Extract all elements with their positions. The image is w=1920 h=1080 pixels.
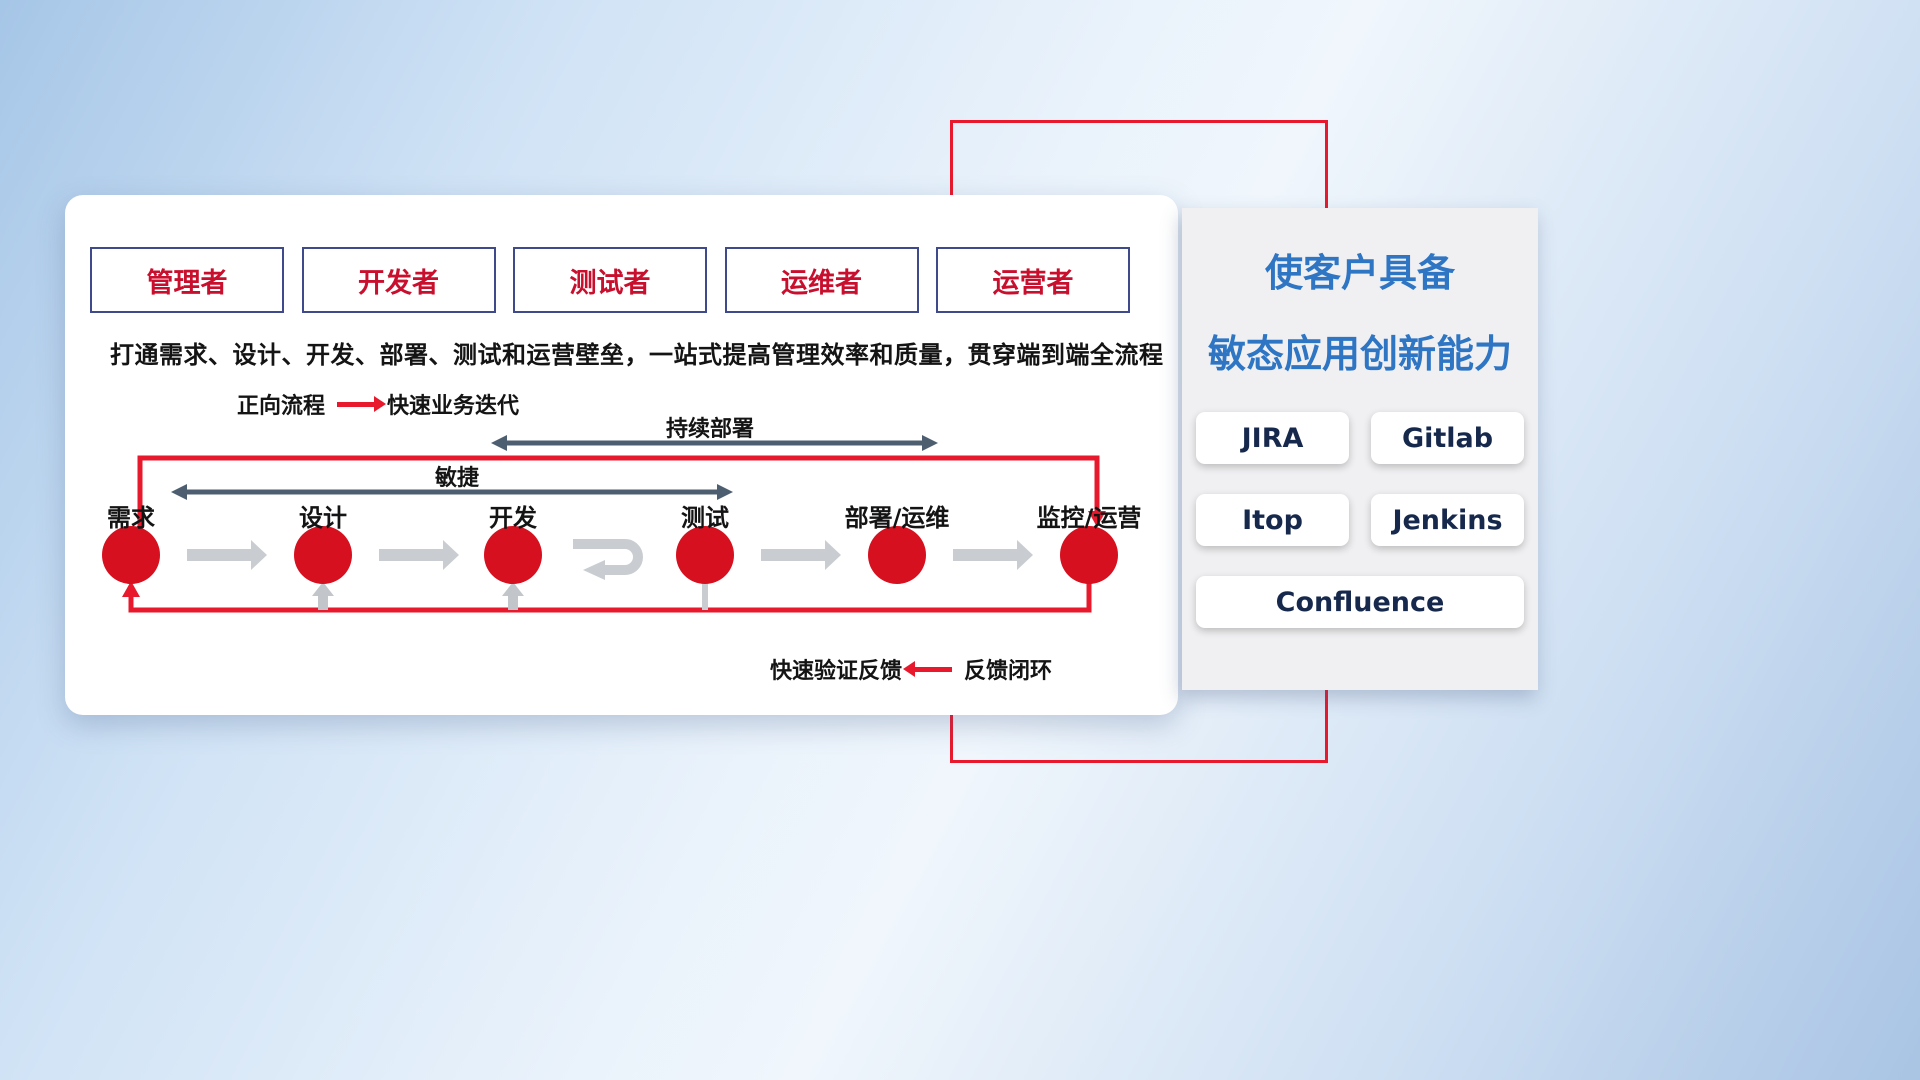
role-label-ops: 运维者: [781, 267, 862, 299]
red-forward-loop-path: [137, 455, 1100, 528]
flow-arrow-icon: [379, 540, 459, 570]
feedback-up-arrow-icon: [312, 582, 334, 610]
stage-label-testing: 测试: [681, 504, 729, 532]
role-box-operator: 运营者: [936, 247, 1130, 313]
tool-chip-jenkins: Jenkins: [1371, 494, 1524, 546]
legend-forward-label: 正向流程: [237, 394, 326, 419]
red-feedback-loop-arrowhead-icon: [122, 581, 140, 597]
roles-row: 管理者 开发者 测试者 运维者 运营者: [90, 247, 1130, 313]
stage-circle-deploy-ops: [868, 526, 926, 584]
stage-label-deploy-ops: 部署/运维: [844, 504, 950, 532]
devops-flow-card: 管理者 开发者 测试者 运维者 运营者 打通需求、设计、开发、部署、测试和运营壁…: [65, 195, 1178, 715]
role-label-manager: 管理者: [146, 267, 228, 299]
role-label-operator: 运营者: [992, 267, 1074, 299]
stage-circle-testing: [676, 526, 734, 584]
role-box-tester: 测试者: [513, 247, 707, 313]
stage-circle-requirements: [102, 526, 160, 584]
stage-label-development: 开发: [489, 504, 537, 532]
feedback-connector-line: [702, 584, 708, 610]
legend-forward: 正向流程 快速业务迭代: [237, 388, 519, 420]
agile-arrowhead-left-icon: [171, 484, 187, 500]
forward-arrow-icon: [337, 395, 387, 412]
stage-circle-development: [484, 526, 542, 584]
panel-title-line1: 使客户具备: [1264, 251, 1455, 295]
capability-panel: 使客户具备 敏态应用创新能力 JIRA Gitlab Itop Jenkins …: [1182, 208, 1538, 690]
flow-arrow-icon: [761, 540, 841, 570]
tool-chip-gitlab: Gitlab: [1371, 412, 1524, 464]
tool-chip-jira: JIRA: [1196, 412, 1349, 464]
iterate-loop-arrowhead-icon: [583, 560, 605, 580]
red-feedback-loop-path: [128, 583, 1092, 613]
role-label-developer: 开发者: [358, 267, 439, 299]
iterate-loop-arrow-icon: [573, 539, 643, 575]
flow-arrow-icon: [187, 540, 267, 570]
tool-chip-itop: Itop: [1196, 494, 1349, 546]
agile-arrowhead-right-icon: [717, 484, 733, 500]
cd-arrowhead-right-icon: [922, 435, 938, 451]
role-box-manager: 管理者: [90, 247, 284, 313]
continuous-deploy-label: 持续部署: [665, 417, 755, 442]
stage-label-monitor-operate: 监控/运营: [1036, 504, 1142, 532]
agile-label: 敏捷: [434, 466, 480, 491]
role-box-developer: 开发者: [301, 247, 496, 313]
tools-grid: JIRA Gitlab Itop Jenkins Confluence: [1196, 412, 1524, 628]
stage-label-design: 设计: [299, 504, 347, 532]
flow-arrow-icon: [953, 540, 1033, 570]
legend-feedback: 快速验证反馈 反馈闭环: [770, 653, 1052, 685]
tool-chip-confluence: Confluence: [1196, 576, 1524, 628]
feedback-arrow-icon: [903, 660, 953, 677]
legend-forward-desc: 快速业务迭代: [387, 394, 520, 419]
feedback-up-arrow-icon: [502, 582, 524, 610]
role-box-ops: 运维者: [724, 247, 919, 313]
stage-label-requirements: 需求: [107, 504, 155, 532]
flow-diagram: [102, 435, 1118, 613]
red-forward-loop-arrowhead-icon: [1088, 511, 1106, 527]
stage-circle-design: [294, 526, 352, 584]
role-label-tester: 测试者: [569, 267, 651, 299]
legend-feedback-label: 快速验证反馈: [770, 659, 903, 684]
panel-title-line2: 敏态应用创新能力: [1207, 332, 1512, 376]
card-subtitle: 打通需求、设计、开发、部署、测试和运营壁垒，一站式提高管理效率和质量，贯穿端到端…: [110, 341, 1164, 369]
legend-feedback-desc: 反馈闭环: [964, 659, 1053, 684]
cd-arrowhead-left-icon: [491, 435, 507, 451]
stage-circle-monitor-operate: [1060, 526, 1118, 584]
